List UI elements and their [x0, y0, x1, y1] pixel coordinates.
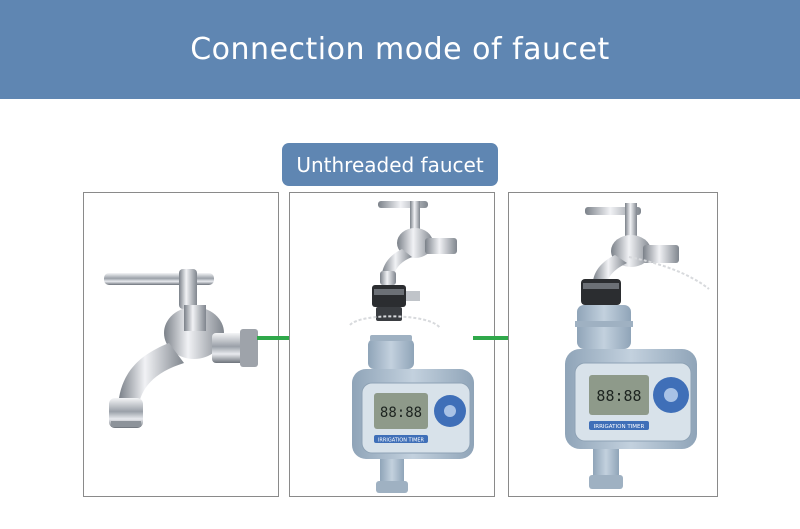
- header-banner: Connection mode of faucet: [0, 0, 800, 99]
- timer-display: 88:88: [380, 405, 422, 421]
- panel-faucet-adapter-timer: 88:88 IRRIGATION TIMER: [289, 192, 495, 497]
- panel-faucet-connected-timer: 88:88 IRRIGATION TIMER: [508, 192, 718, 497]
- page-title: Connection mode of faucet: [190, 32, 610, 67]
- step-label-badge: Unthreaded faucet: [282, 143, 498, 186]
- faucet-with-adapter-and-timer-icon: 88:88 IRRIGATION TIMER: [349, 201, 474, 493]
- timer-label: IRRIGATION TIMER: [378, 438, 425, 444]
- faucet-icon: [104, 269, 258, 428]
- faucet-connected-timer-icon: 88:88 IRRIGATION TIMER: [565, 203, 710, 489]
- timer-display: 88:88: [596, 387, 641, 405]
- timer-label: IRRIGATION TIMER: [594, 424, 645, 430]
- panel-faucet: [83, 192, 279, 497]
